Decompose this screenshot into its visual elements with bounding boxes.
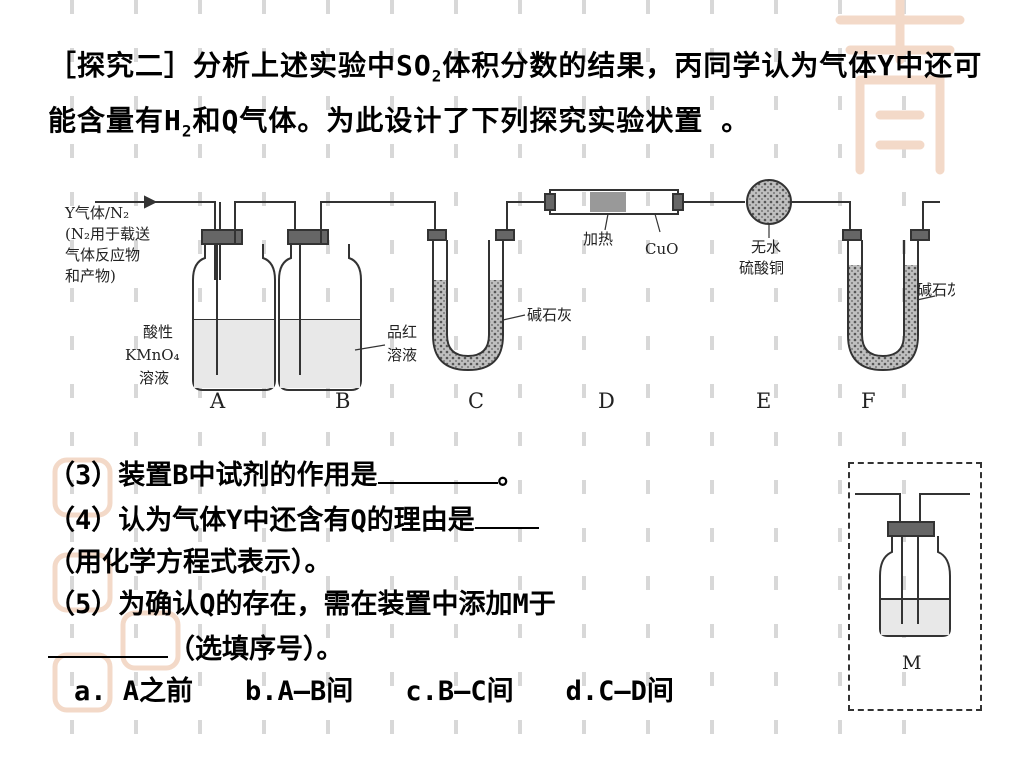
bg-rule — [454, 0, 458, 768]
intro-paragraph: ［探究二］分析上述实验中SO2体积分数的结果，丙同学认为气体Y中还可能含量有H2… — [48, 44, 1008, 153]
label-m: M — [902, 652, 921, 674]
answer-blank[interactable] — [377, 452, 498, 484]
bg-rule — [838, 0, 842, 768]
question-3: （3）装置B中试剂的作用是。 — [48, 452, 828, 497]
option-list: a. A之前 b.A—B间 c.B—C间 d.C—D间 — [48, 671, 828, 713]
subscript: 2 — [431, 66, 443, 86]
answer-blank[interactable] — [474, 497, 539, 529]
bg-rule — [774, 0, 778, 768]
reagent-c-label: 碱石灰 — [527, 306, 572, 324]
option-c[interactable]: c.B—C间 — [405, 676, 514, 707]
label-a: A — [209, 389, 226, 413]
question-5: （5）为确认Q的存在，需在装置中添加M于 — [48, 589, 556, 620]
intro-text: 体积分数的结果，丙同学认为气体Y中还可能含量有H — [48, 49, 983, 137]
reagent-e-label: 无水硫酸铜 — [739, 238, 784, 277]
question-block: （3）装置B中试剂的作用是。 （4）认为气体Y中还含有Q的理由是 （用化学方程式… — [48, 452, 828, 713]
bg-rule — [390, 0, 394, 768]
question-5-cont: （选填序号）。 — [48, 626, 828, 671]
inlet-label: Y气体/N₂(N₂用于载送气体反应物和产物) — [64, 204, 150, 285]
label-d: D — [598, 389, 615, 413]
label-f: F — [861, 389, 876, 413]
subscript: 2 — [181, 121, 193, 141]
question-4: （4）认为气体Y中还含有Q的理由是 — [48, 497, 828, 542]
apparatus-m-box: M — [848, 462, 982, 711]
bg-rule — [134, 0, 138, 768]
answer-blank[interactable] — [48, 626, 168, 658]
reagent-f-label: 碱石灰 — [917, 281, 955, 299]
reagent-d-label: CuO — [645, 240, 678, 258]
bg-rule — [582, 0, 586, 768]
reagent-b-label: 品红溶液 — [387, 323, 417, 364]
bg-rule — [710, 0, 714, 768]
option-a[interactable]: a. A之前 — [74, 676, 194, 707]
bg-rule — [518, 0, 522, 768]
bottle-m-drawing: M — [855, 493, 970, 674]
label-c: C — [468, 389, 484, 413]
intro-text: 和Q气体。为此设计了下列探究实验状置 。 — [192, 103, 751, 137]
label-e: E — [756, 389, 771, 413]
option-d[interactable]: d.C—D间 — [565, 676, 674, 707]
bg-rule — [902, 0, 906, 768]
option-b[interactable]: b.A—B间 — [245, 676, 354, 707]
question-4-cont: （用化学方程式表示）。 — [48, 547, 332, 578]
heat-label: 加热 — [583, 230, 613, 248]
bg-rule — [646, 0, 650, 768]
label-b: B — [335, 389, 350, 413]
intro-text: ［探究二］分析上述实验中SO — [48, 49, 432, 82]
bg-rule — [70, 0, 74, 768]
